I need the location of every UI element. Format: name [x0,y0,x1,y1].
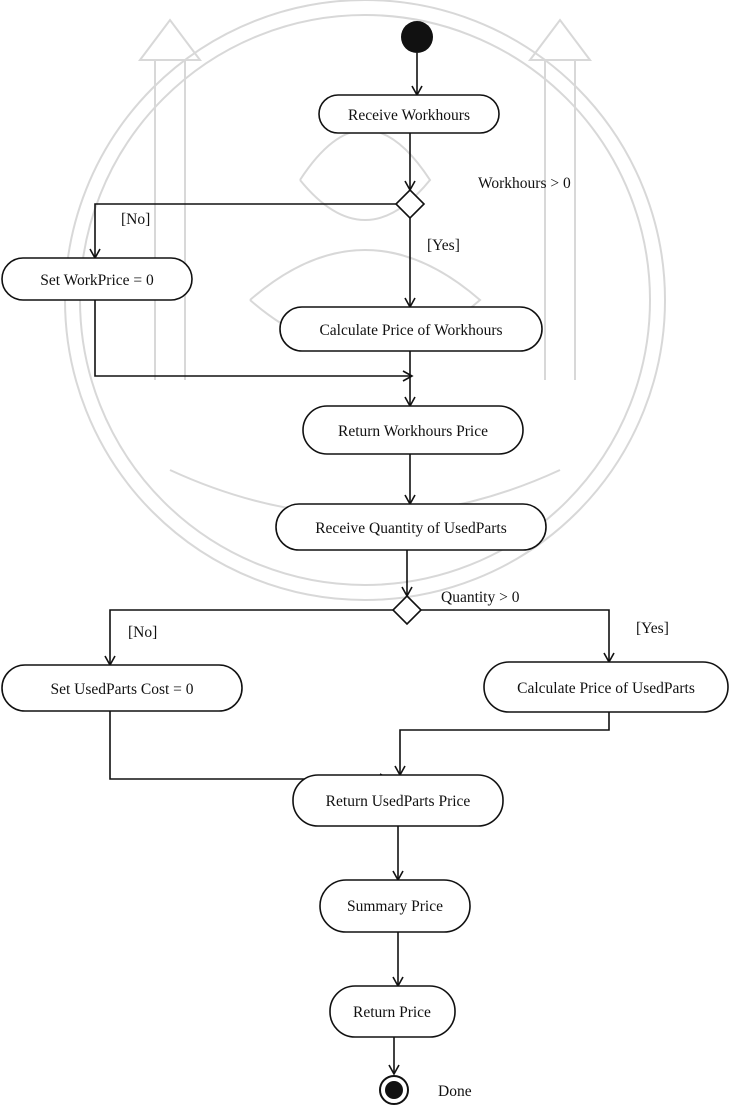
action-label: Receive Quantity of UsedParts [315,520,507,537]
guard-quantity-no: [No] [128,624,157,641]
action-label: Receive Workhours [348,107,470,124]
action-calc-workhours: Calculate Price of Workhours [279,306,543,352]
decision-quantity [391,594,423,626]
action-label: Set UsedParts Cost = 0 [50,681,193,698]
action-return-price: Return Price [329,985,456,1038]
action-label: Set WorkPrice = 0 [40,272,154,289]
action-label: Calculate Price of Workhours [319,322,502,339]
action-summary-price: Summary Price [319,879,471,933]
guard-workhours-yes: [Yes] [427,237,460,254]
action-set-workprice: Set WorkPrice = 0 [1,257,193,301]
action-label: Return Workhours Price [338,423,488,440]
guard-quantity-yes: [Yes] [636,620,669,637]
guard-workhours-condition: Workhours > 0 [478,175,571,192]
decision-workhours [394,188,426,220]
action-calc-usedparts: Calculate Price of UsedParts [483,661,729,713]
final-label: Done [438,1083,472,1100]
action-set-usedparts: Set UsedParts Cost = 0 [1,664,243,712]
action-label: Calculate Price of UsedParts [517,680,695,697]
action-return-workhours: Return Workhours Price [302,405,524,455]
initial-node [401,21,433,53]
action-return-usedparts: Return UsedParts Price [292,774,504,827]
guard-workhours-no: [No] [121,211,150,228]
action-label: Return Price [353,1004,431,1021]
action-label: Return UsedParts Price [326,793,471,810]
action-receive-workhours: Receive Workhours [318,94,500,134]
action-receive-quantity: Receive Quantity of UsedParts [275,503,547,551]
action-label: Summary Price [347,898,443,915]
final-node [379,1075,409,1105]
edges [89,53,615,1076]
guard-quantity-condition: Quantity > 0 [441,589,520,606]
